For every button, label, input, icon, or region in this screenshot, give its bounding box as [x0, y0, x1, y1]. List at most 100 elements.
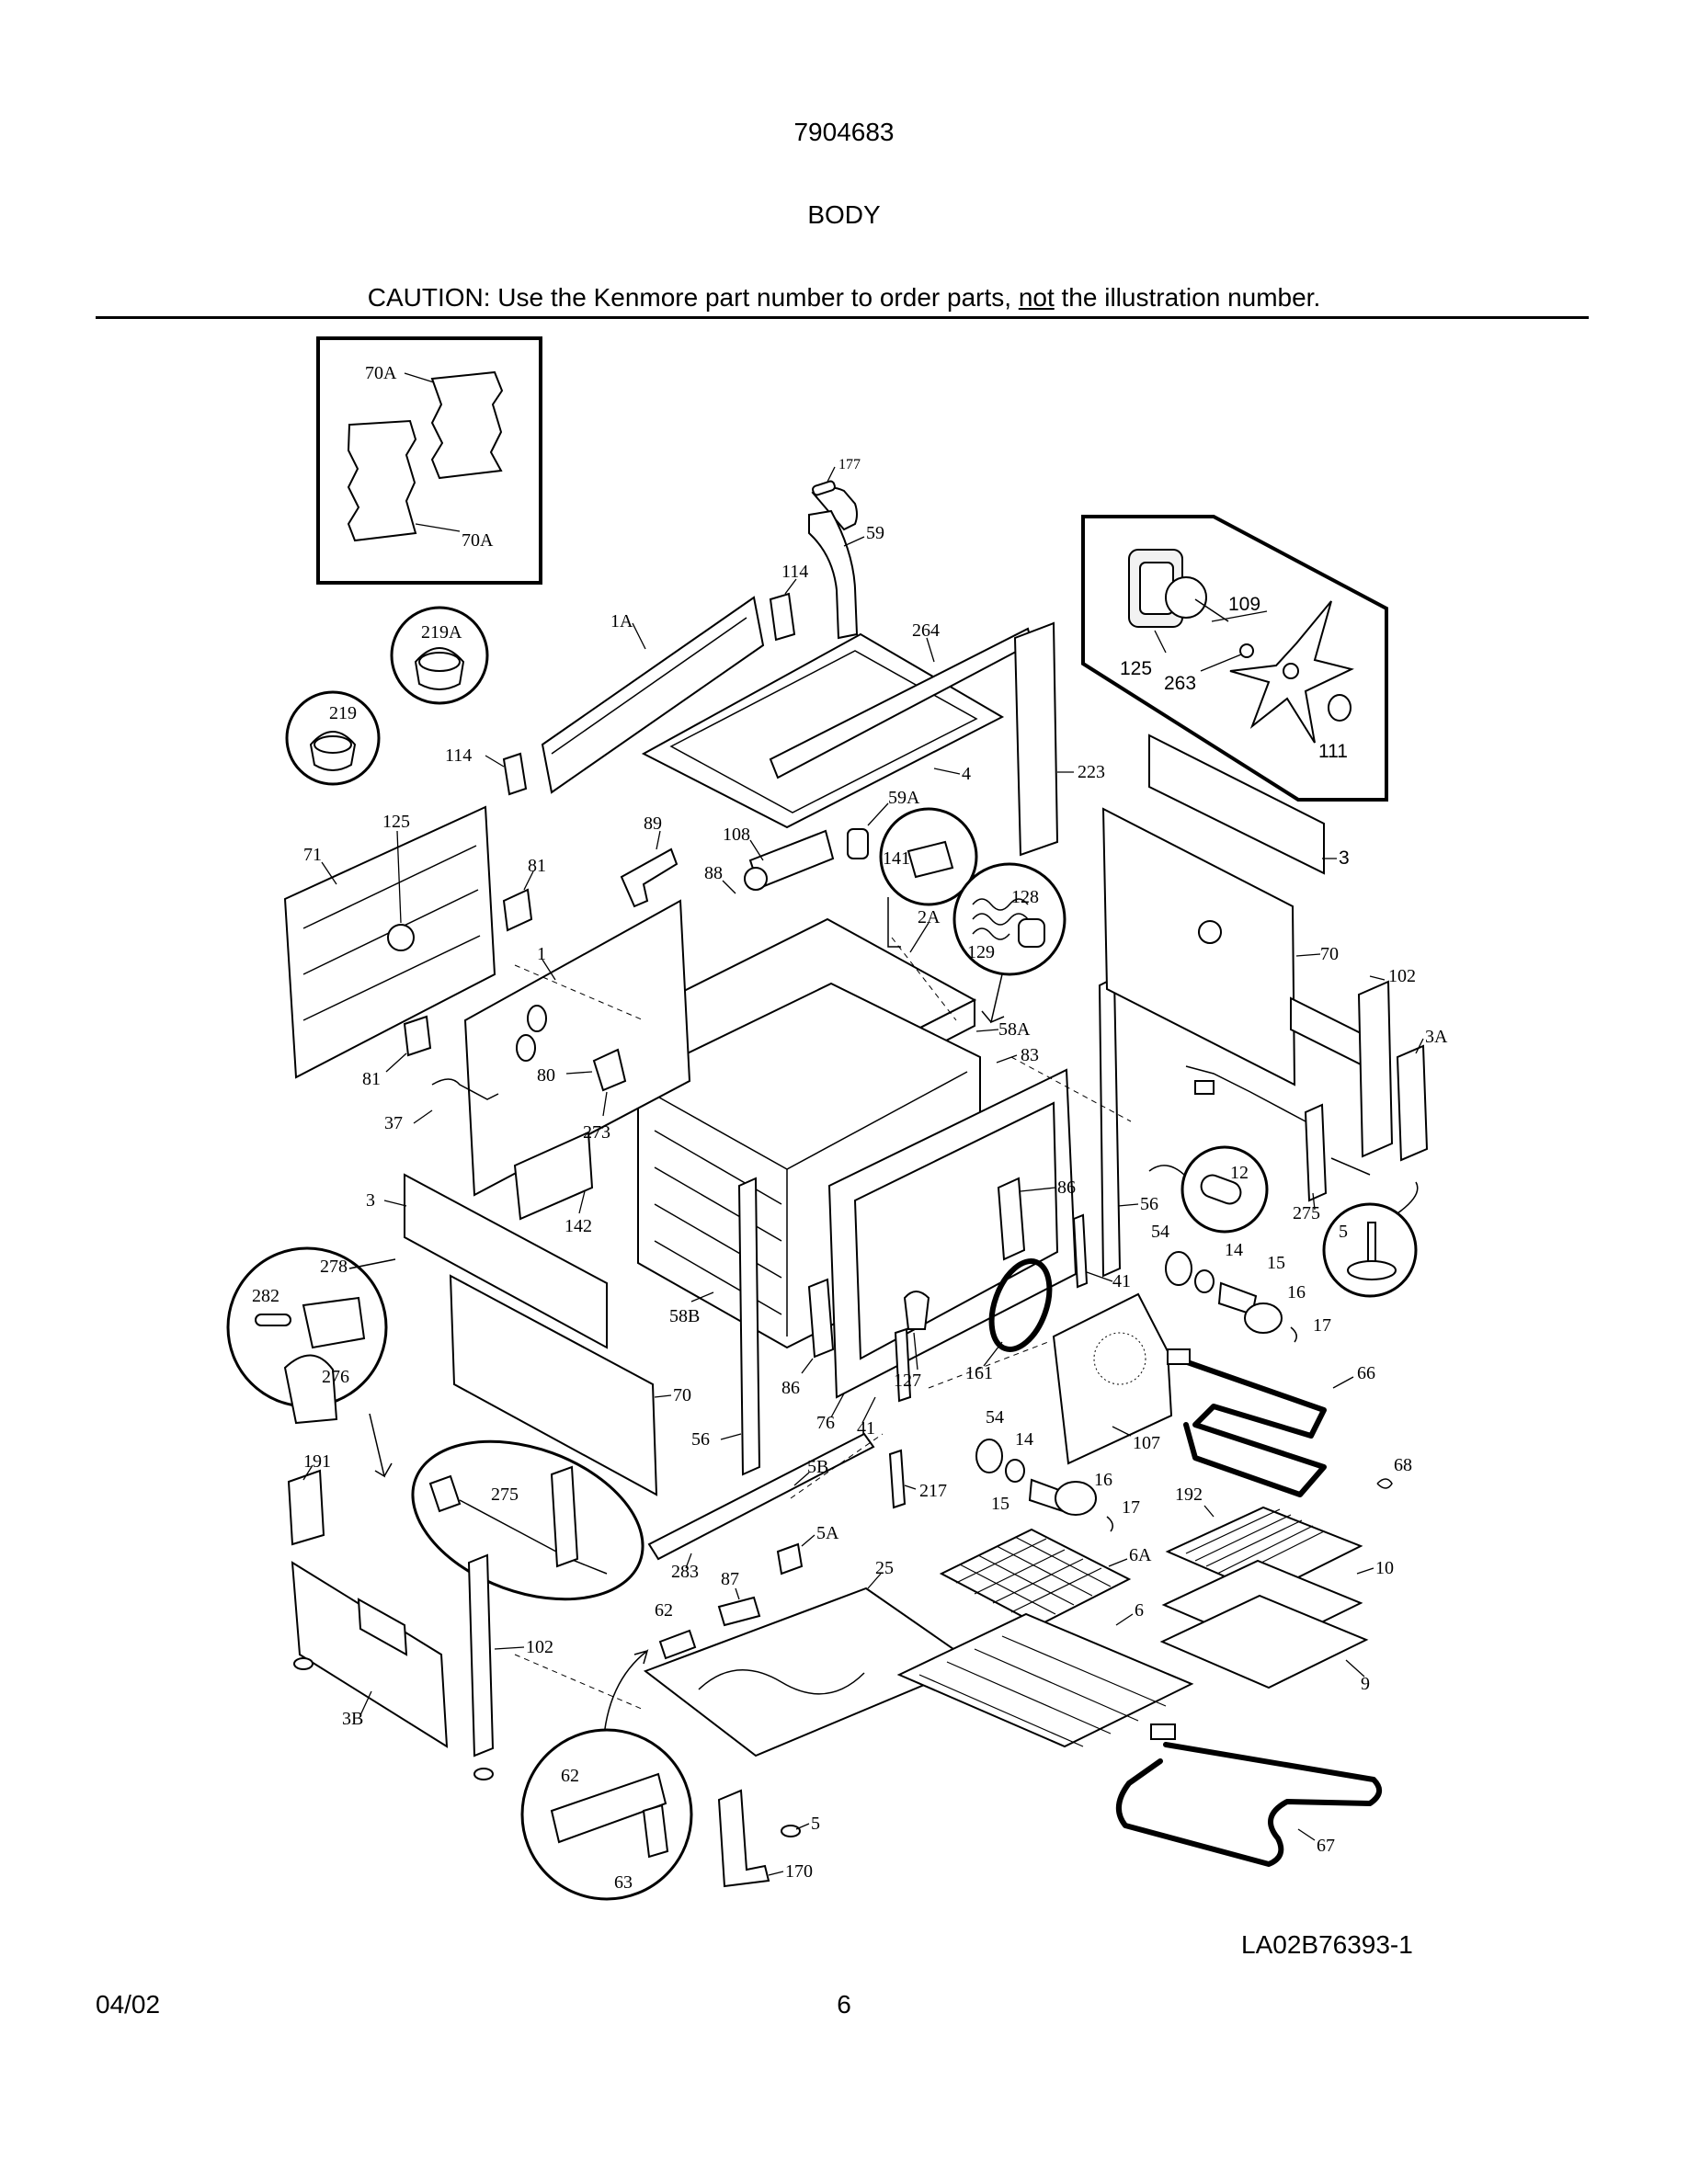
callout-54-upper: 54: [1151, 1222, 1169, 1242]
knob-set-upper: 54 14 15 16 17: [1151, 1222, 1331, 1343]
callout-76: 76: [816, 1413, 835, 1433]
callout-3B: 3B: [342, 1709, 363, 1729]
callout-56-left: 56: [691, 1429, 710, 1450]
callout-14-lower: 14: [1015, 1429, 1033, 1450]
callout-16-upper: 16: [1287, 1282, 1306, 1302]
callout-5-bottom: 5: [811, 1814, 820, 1834]
inset-convection-fan: 109 125 263 111: [1081, 515, 1388, 802]
callout-3A: 3A: [1425, 1027, 1448, 1047]
callout-141: 141: [883, 848, 910, 869]
bracket-114: 114: [445, 745, 528, 796]
callout-59: 59: [866, 523, 884, 543]
latch-assembly-circle: 278 282 276: [226, 1246, 396, 1478]
callout-108: 108: [723, 825, 750, 845]
switch-141: 141: [879, 807, 978, 948]
inset-70A: 70A 70A: [316, 336, 542, 585]
callout-25: 25: [875, 1558, 894, 1578]
callout-5B: 5B: [807, 1457, 828, 1477]
callout-37: 37: [384, 1113, 403, 1133]
callout-71: 71: [303, 845, 322, 865]
callout-58B: 58B: [669, 1306, 700, 1326]
callout-6: 6: [1135, 1600, 1144, 1621]
leveler-5: 5: [1322, 1181, 1419, 1298]
callout-275-lower: 275: [491, 1484, 519, 1505]
callout-125-panel: 125: [382, 812, 410, 832]
caution-suffix: the illustration number.: [1054, 283, 1321, 312]
callout-59A: 59A: [888, 788, 920, 808]
callout-9: 9: [1361, 1674, 1370, 1694]
rack-6A: 6A: [939, 1528, 1152, 1627]
callout-283: 283: [671, 1562, 699, 1582]
callout-63: 63: [614, 1872, 633, 1893]
model-number: 7904683: [793, 118, 895, 146]
callout-17-upper: 17: [1313, 1315, 1331, 1336]
callout-114-left: 114: [445, 745, 472, 766]
callout-142: 142: [565, 1216, 592, 1236]
vent-parts: 177 59 114: [769, 457, 884, 642]
callout-15-lower: 15: [991, 1494, 1009, 1514]
callout-127: 127: [894, 1371, 921, 1391]
bottom-panel-25: 25: [643, 1558, 977, 1757]
section-title: BODY: [807, 200, 881, 229]
callout-80: 80: [537, 1065, 555, 1086]
callout-1: 1: [537, 944, 546, 964]
wire-parts: 80 273 37: [384, 1048, 627, 1143]
callout-70-left: 70: [673, 1385, 691, 1405]
callout-4: 4: [962, 764, 971, 784]
callout-177: 177: [838, 457, 861, 472]
caution-note: CAUTION: Use the Kenmore part number to …: [0, 283, 1688, 313]
fan-cover-107: 107: [1052, 1292, 1173, 1465]
body-side-1: 1 142: [463, 899, 691, 1236]
callout-68: 68: [1394, 1455, 1412, 1475]
guide-lines: [514, 937, 1132, 1711]
callout-278: 278: [320, 1257, 348, 1277]
callout-6A: 6A: [1129, 1545, 1152, 1565]
callout-102-lower: 102: [526, 1637, 553, 1657]
callout-58A: 58A: [998, 1019, 1031, 1040]
hinges-86: 86 86: [781, 1177, 1076, 1398]
callout-70A-top: 70A: [365, 363, 397, 383]
callout-70-right: 70: [1320, 944, 1339, 964]
side-panel-71: 71 125: [283, 805, 496, 1079]
front-panel-3: 3 70: [366, 1173, 691, 1496]
callout-217: 217: [919, 1481, 947, 1501]
callout-107: 107: [1133, 1433, 1160, 1453]
callout-2A: 2A: [918, 907, 941, 927]
callout-191: 191: [303, 1451, 331, 1472]
part-62: 62: [602, 1600, 697, 1747]
part-68: 68: [1376, 1455, 1412, 1489]
callout-263: 263: [1164, 673, 1196, 694]
panel-1A: 1A: [541, 596, 765, 794]
callout-87: 87: [721, 1569, 739, 1589]
caution-prefix: CAUTION: Use the Kenmore part number to …: [367, 283, 1019, 312]
knob-set-lower: 54 14 16 15 17: [975, 1407, 1140, 1532]
callout-86-left: 86: [781, 1378, 800, 1398]
lower-side-panels: 191 3B 102: [287, 1451, 553, 1780]
callout-128: 128: [1011, 887, 1039, 907]
thermostat-219: 219: [285, 690, 381, 786]
callout-83: 83: [1021, 1045, 1039, 1065]
callout-81-bottom: 81: [362, 1069, 381, 1089]
callout-3-right: 3: [1339, 847, 1350, 869]
callout-129: 129: [967, 942, 995, 962]
callout-89: 89: [644, 813, 662, 834]
callout-219A: 219A: [421, 622, 462, 643]
caution-emphasis: not: [1018, 283, 1055, 312]
callout-170: 170: [785, 1861, 813, 1882]
callout-62-circle: 62: [561, 1766, 579, 1786]
light-12: 12: [1148, 1145, 1269, 1234]
harness-275-lower: 275: [411, 1439, 644, 1601]
lamp-128-129: 128 129: [952, 862, 1066, 1024]
page-number: 6: [837, 1990, 851, 2019]
rack-6: 6: [896, 1600, 1194, 1748]
callout-14-upper: 14: [1225, 1240, 1243, 1260]
callout-12: 12: [1230, 1163, 1249, 1183]
harness-275-right: 275: [1185, 1065, 1371, 1223]
part-217: 217: [888, 1449, 947, 1509]
bracket-62-63-circle: 62 63: [520, 1728, 693, 1901]
callout-275-right: 275: [1293, 1203, 1320, 1223]
callout-66: 66: [1357, 1363, 1375, 1383]
callout-62-small: 62: [655, 1600, 673, 1621]
callout-102-right: 102: [1388, 966, 1416, 986]
callout-17-lower: 17: [1122, 1497, 1140, 1518]
